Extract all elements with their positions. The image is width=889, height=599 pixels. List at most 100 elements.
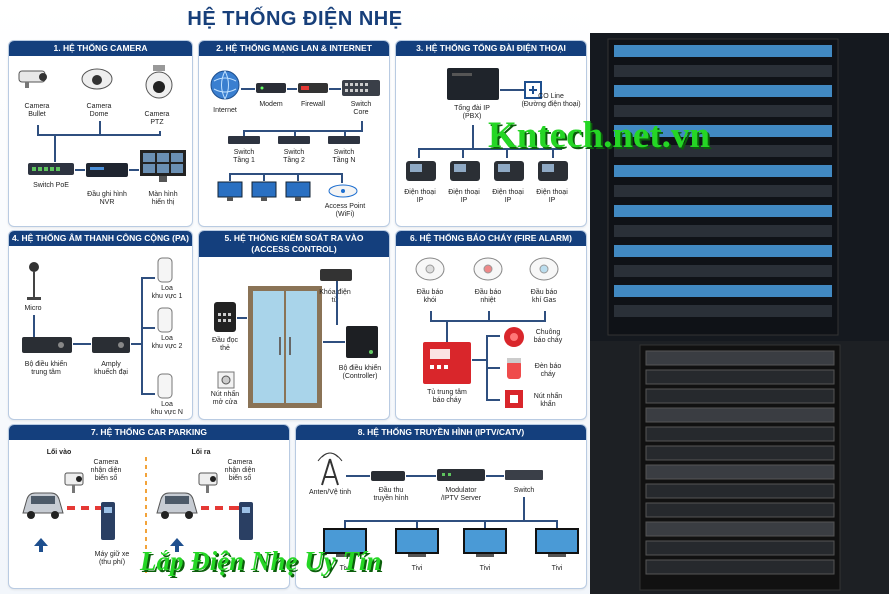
kiosk-in-icon [101,502,115,540]
rack-row [614,65,832,77]
switch-floor2-icon [278,136,310,144]
label-modulator: Modulator/IPTV Server [440,487,482,502]
dome-camera-icon [81,68,113,90]
rack-row [614,185,832,197]
bullet-camera-icon [18,70,47,88]
watermark-slogan: Lắp Điện Nhẹ Uy Tín [140,546,382,576]
lpr-camera-out-icon [198,472,218,493]
ip-phone3-icon [494,161,524,181]
label-exit-lane: Lối ra [191,449,211,456]
server-rack-image [639,344,841,591]
rack-row [614,165,832,177]
label-kiosk: Máy giữ xe(thu phí) [94,551,130,566]
server-unit [645,559,835,575]
rack-row [614,245,832,257]
barrier-in-icon [67,506,105,510]
rack-photo-top [590,33,889,341]
fire-alarm-panel-icon [423,342,471,384]
tv2-icon [395,528,439,557]
exit-button-icon [217,371,235,389]
label-tv-switch: Switch [513,487,535,494]
label-co: CO Line(Đường điện thoại) [521,93,581,108]
rack-row [614,125,832,137]
barrier-out-icon [201,506,239,510]
label-pbx: Tổng đài IP(PBX) [454,105,490,120]
rack-row [614,45,832,57]
network-rack-image [607,38,839,336]
panel-pbx: 3. HỆ THỐNG TỔNG ĐÀI ĐIỆN THOẠI Tổng đài… [395,40,587,227]
access-point-icon [328,184,358,198]
label-ap: Access Point(WiFi) [324,203,366,218]
rack-row [614,85,832,97]
kiosk-out-icon [239,502,253,540]
pbx-icon [447,68,499,100]
server-unit [645,426,835,442]
server-unit [645,369,835,385]
pc3-icon [285,181,311,201]
label-modem: Modem [259,101,283,108]
pc1-icon [217,181,243,201]
speaker2-icon [157,307,173,333]
panel-lan: 2. HỆ THỐNG MẠNG LAN & INTERNET Internet… [198,40,390,227]
panel-camera-title: 1. HỆ THỐNG CAMERA [9,41,192,56]
poe-switch-icon [28,163,74,175]
ptz-camera-icon [145,65,173,99]
server-unit [645,350,835,366]
pa-controller-icon [22,337,72,353]
tv-receiver-icon [371,471,405,481]
microphone-icon [27,262,41,300]
gas-detector-icon [529,257,559,281]
panel-tv: 8. HỆ THỐNG TRUYỀN HÌNH (IPTV/CATV) Ante… [295,424,587,589]
server-unit [645,521,835,537]
tv1-icon [323,528,367,557]
firewall-icon [298,83,328,93]
rack-photo-bottom [590,341,889,594]
panel-pbx-title: 3. HỆ THỐNG TỔNG ĐÀI ĐIỆN THOẠI [396,41,586,56]
panel-access-title: 5. HỆ THỐNG KIỂM SOÁT RA VÀO(ACCESS CONT… [199,231,389,257]
panel-parking: 7. HỆ THỐNG CAR PARKING Lối vào Lối ra C… [8,424,290,589]
switch-floorn-icon [328,136,360,144]
panel-fire: 6. HỆ THỐNG BÁO CHÁY (FIRE ALARM) Đầu bá… [395,230,587,420]
panel-access: 5. HỆ THỐNG KIỂM SOÁT RA VÀO(ACCESS CONT… [198,230,390,420]
magnetic-lock-icon [320,269,352,281]
panel-parking-title: 7. HỆ THỐNG CAR PARKING [9,425,289,440]
core-switch-icon [342,80,380,96]
rack-row [614,145,832,157]
server-unit [645,407,835,423]
panel-tv-title: 8. HỆ THỐNG TRUYỀN HÌNH (IPTV/CATV) [296,425,586,440]
car-in-icon [22,492,64,519]
panel-pa: 4. HỆ THỐNG ÂM THANH CÔNG CỘNG (PA) Micr… [8,230,193,420]
label-entry: Lối vào [46,449,72,456]
speakern-icon [157,373,173,399]
tv-switch-icon [505,470,543,480]
server-unit [645,445,835,461]
page-title: HỆ THỐNG ĐIỆN NHẸ [187,8,403,30]
rack-row [614,285,832,297]
antenna-icon [317,452,343,486]
ip-phone1-icon [406,161,436,181]
panel-fire-title: 6. HỆ THỐNG BÁO CHÁY (FIRE ALARM) [396,231,586,246]
